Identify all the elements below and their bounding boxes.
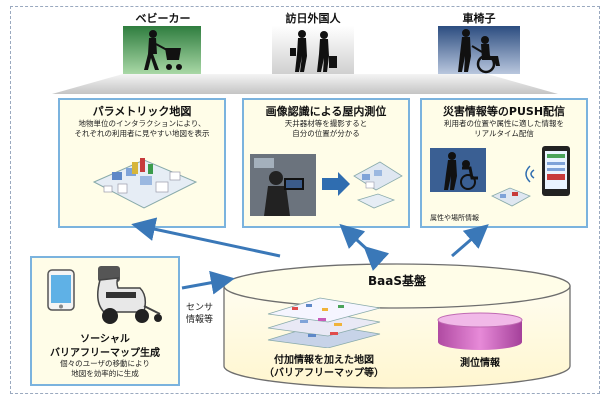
smartphone-icon <box>46 268 76 312</box>
parametric-map-description: 地物単位のインタラクションにより、 それぞれの利用者に見やすい地図を表示 <box>62 119 222 139</box>
gray-connector-band <box>52 74 558 94</box>
stroller-photo <box>123 26 201 74</box>
tourist-photo <box>272 26 354 74</box>
wheelchair-photo <box>438 26 520 74</box>
social-title-line2: バリアフリーマップ生成 <box>50 348 160 359</box>
indoor-positioning-image <box>250 148 404 220</box>
layered-map-image <box>262 296 386 348</box>
indoor-positioning-title: 画像認識による屋内測位 <box>265 105 387 118</box>
arrow-baas-to-push <box>451 224 489 258</box>
map-with-info-line1: 付加情報を加えた地図 <box>274 355 374 366</box>
wheelchair-label: 車椅子 <box>462 12 496 25</box>
social-line1: 個々のユーザの移動により <box>60 359 150 368</box>
indoor-positioning-card: 画像認識による屋内測位 天井器材等を撮影すると 自分の位置が分かる <box>242 98 410 228</box>
social-barrier-free-map-card: ソーシャル バリアフリーマップ生成 個々のユーザの移動により 地図を効率的に生成 <box>30 256 180 386</box>
outer-dashed-frame <box>10 6 600 394</box>
indoor-positioning-description: 天井器材等を撮影すると 自分の位置が分かる <box>246 119 406 139</box>
arrow-baas-to-parametric-map <box>131 217 281 258</box>
parametric-map-image <box>84 142 202 220</box>
positioning-info-cylinder-icon <box>437 312 523 350</box>
parametric-map-line2: それぞれの利用者に見やすい地図を表示 <box>74 129 210 138</box>
tourist-label: 訪日外国人 <box>285 12 341 25</box>
social-description: 個々のユーザの移動により 地図を効率的に生成 <box>32 359 178 379</box>
baas-title: BaaS基盤 <box>368 274 426 288</box>
sensor-label-line2: 情報等 <box>186 315 214 325</box>
attribute-location-label: 属性や場所情報 <box>430 214 479 222</box>
positioning-info-label: 測位情報 <box>460 358 500 369</box>
push-delivery-line1: 利用者の位置や属性に適した情報を <box>444 119 564 128</box>
push-delivery-title: 災害情報等のPUSH配信 <box>442 105 566 118</box>
map-with-info-line2: （バリアフリーマップ等） <box>264 368 384 379</box>
stroller-label: ベビーカー <box>135 12 191 25</box>
sensor-label-line1: センサ <box>186 303 214 313</box>
parametric-map-title: パラメトリック地図 <box>92 105 192 118</box>
push-delivery-card: 災害情報等のPUSH配信 利用者の位置や属性に適した情報を リアルタイム配信 属… <box>420 98 588 228</box>
indoor-positioning-line2: 自分の位置が分かる <box>292 129 360 138</box>
push-delivery-line2: リアルタイム配信 <box>474 129 534 138</box>
arrow-social-to-baas <box>181 270 235 295</box>
parametric-map-line1: 地物単位のインタラクションにより、 <box>78 119 206 128</box>
push-delivery-description: 利用者の位置や属性に適した情報を リアルタイム配信 <box>424 119 584 139</box>
personal-mobility-icon <box>88 262 172 326</box>
arrow-baas-to-positioning <box>339 223 390 271</box>
indoor-positioning-line1: 天井器材等を撮影すると <box>284 119 368 128</box>
push-delivery-image <box>430 146 580 210</box>
social-line2: 地図を効率的に生成 <box>71 369 139 378</box>
parametric-map-card: パラメトリック地図 地物単位のインタラクションにより、 それぞれの利用者に見やす… <box>58 98 226 228</box>
social-title-line1: ソーシャル <box>80 334 130 345</box>
